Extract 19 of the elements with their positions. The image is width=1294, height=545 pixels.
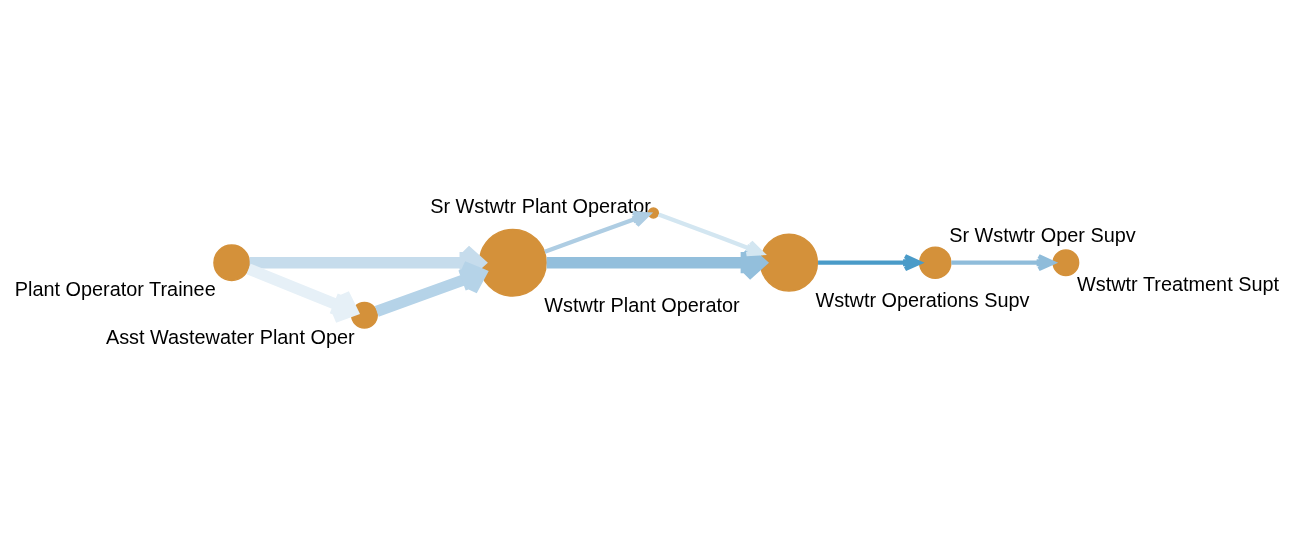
node-circle [1052, 248, 1080, 276]
node-label: Wstwtr Treatment Supt [1077, 272, 1280, 295]
node-label: Plant Operator Trainee [14, 277, 216, 300]
node-circle [478, 228, 547, 297]
node-label: Wstwtr Plant Operator [544, 293, 740, 316]
arrow [951, 253, 1056, 271]
arrow [246, 263, 358, 323]
node-circle [759, 233, 819, 292]
node-circle [213, 243, 251, 281]
node-label: Wstwtr Operations Supv [815, 288, 1030, 311]
arrow [544, 210, 651, 254]
arrow [374, 260, 487, 317]
node-label: Sr Wstwtr Oper Supv [949, 223, 1136, 246]
node-circle [918, 245, 952, 279]
node-label: Asst Wastewater Plant Oper [105, 325, 355, 348]
arrow [657, 211, 765, 256]
node-circle [350, 301, 378, 329]
node-label: Sr Wstwtr Plant Operator [430, 194, 651, 217]
arrow [818, 253, 922, 271]
